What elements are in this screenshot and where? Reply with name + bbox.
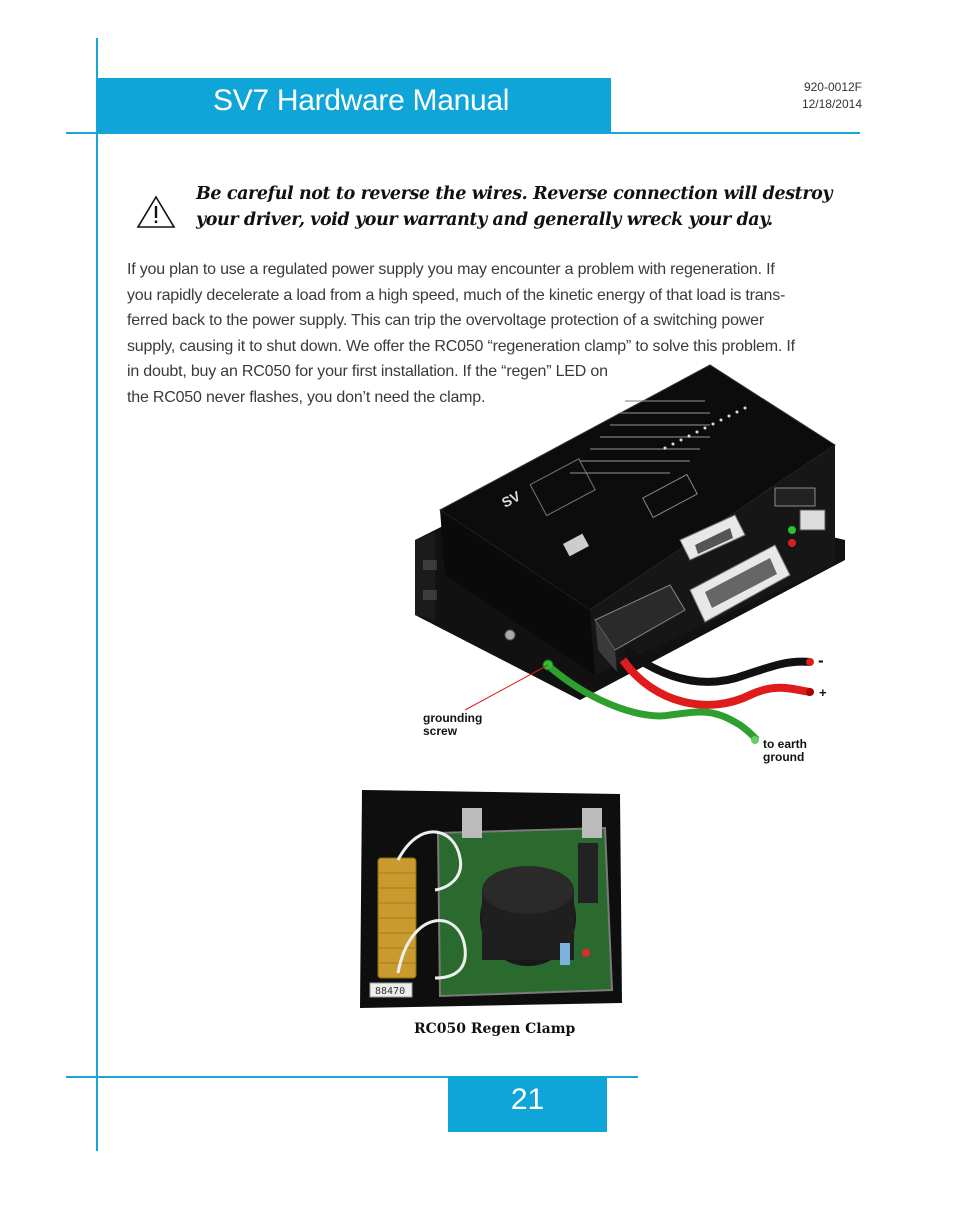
minus-label: - xyxy=(818,651,824,670)
left-margin-rule xyxy=(96,38,98,1151)
grounding-screw-label: grounding screw xyxy=(423,712,482,738)
label-line: to earth xyxy=(763,737,808,751)
header-title-bar: SV7 Hardware Manual xyxy=(97,78,611,132)
label-line: screw xyxy=(423,724,458,738)
body-line: the RC050 never flashes, you don’t need … xyxy=(127,388,486,406)
body-line: ferred back to the power supply. This ca… xyxy=(127,312,764,329)
earth-ground-label: to earth ground xyxy=(763,738,807,764)
drive-illustration: SV xyxy=(415,364,845,744)
label-line: ground xyxy=(763,750,805,764)
body-line: supply, causing it to shut down. We offe… xyxy=(127,337,795,355)
body-line: you rapidly decelerate a load from a hig… xyxy=(127,286,786,304)
clamp-sticker-text: 88470 xyxy=(375,986,405,997)
page-title: SV7 Hardware Manual xyxy=(213,84,510,117)
doc-date: 12/18/2014 xyxy=(801,97,862,111)
body-line: If you plan to use a regulated power sup… xyxy=(127,261,775,278)
body-line: in doubt, buy an RC050 for your first in… xyxy=(127,363,608,380)
header-rule xyxy=(66,132,860,134)
doc-info: 920-0012F 12/18/2014 xyxy=(802,79,862,113)
warning-text: Be careful not to reverse the wires. Rev… xyxy=(196,184,833,230)
figure-caption: RC050 Regen Clamp xyxy=(414,1021,576,1037)
warning-triangle-icon xyxy=(136,195,176,228)
label-line: grounding xyxy=(423,711,483,725)
page-number: 21 xyxy=(510,1083,545,1116)
plus-label: + xyxy=(819,685,827,700)
regen-clamp-photo: 88470 xyxy=(360,790,622,1008)
page-number-box: 21 xyxy=(448,1076,607,1132)
doc-number: 920-0012F xyxy=(803,80,862,94)
footer-rule xyxy=(66,1076,638,1078)
body-paragraph: If you plan to use a regulated power sup… xyxy=(127,257,867,410)
